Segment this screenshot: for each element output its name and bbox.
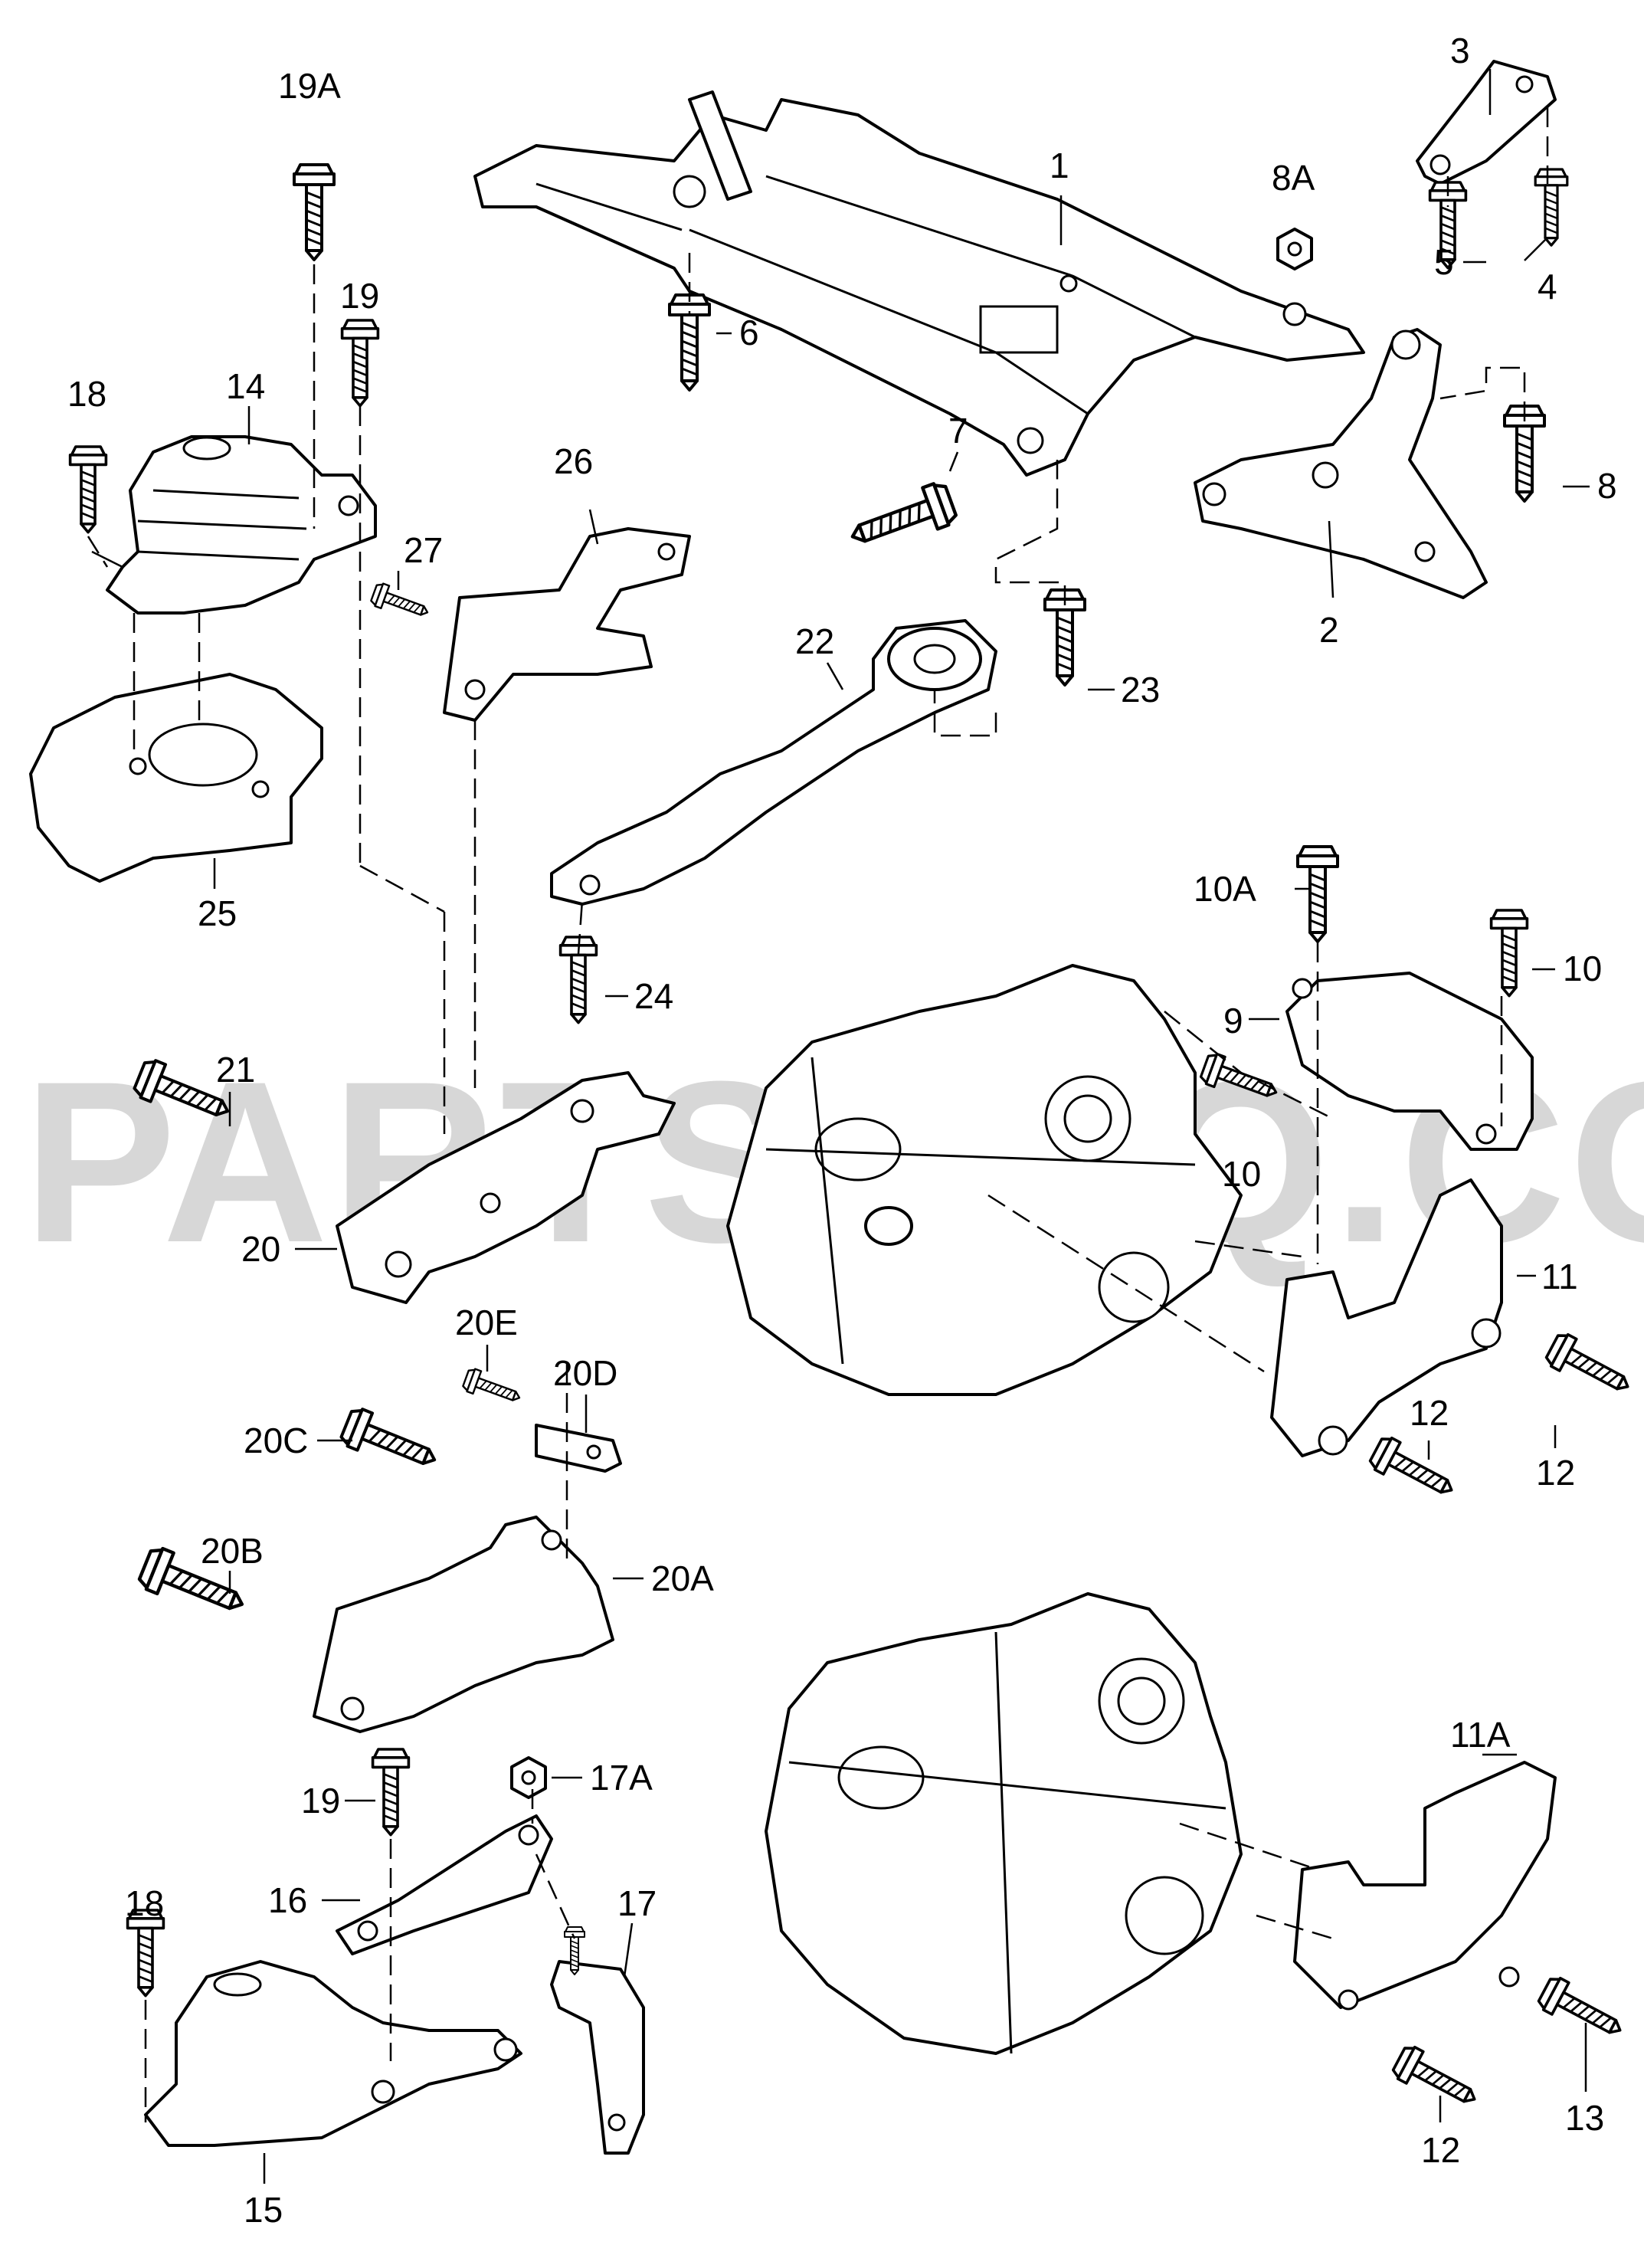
label-22: 22: [795, 621, 834, 661]
label-17: 17: [617, 1883, 657, 1923]
label-24: 24: [634, 976, 673, 1016]
bolt-part-13: [1534, 1972, 1630, 2048]
label-20: 20: [241, 1229, 280, 1269]
label-6: 6: [739, 313, 759, 352]
label-12a: 12: [1410, 1393, 1449, 1433]
engine-mount-part-14[interactable]: [106, 435, 377, 615]
label-14: 14: [226, 366, 265, 406]
bolt-part-19b: [371, 1748, 411, 1837]
label-12b: 12: [1536, 1453, 1575, 1493]
leader-lines: [87, 69, 1590, 2184]
label-23: 23: [1121, 670, 1160, 710]
label-3: 3: [1450, 31, 1470, 70]
bracket-part-11[interactable]: [1270, 1178, 1503, 1457]
bolt-part-4: [1534, 168, 1569, 247]
label-20D: 20D: [553, 1353, 617, 1393]
part-labels: 1 2 3 4 5 6 7 8 8A 9 10 10 10A 11 11A 12…: [67, 31, 1617, 2230]
bolt-part-19: [340, 319, 380, 408]
label-18b: 18: [125, 1883, 164, 1923]
label-4: 4: [1538, 267, 1557, 306]
label-8A: 8A: [1272, 158, 1315, 198]
label-18a: 18: [67, 374, 106, 414]
label-19A: 19A: [278, 66, 341, 106]
nut-part-8A: [1276, 228, 1313, 270]
transmission-mount-part-20A[interactable]: [313, 1516, 614, 1733]
label-9: 9: [1223, 1001, 1243, 1041]
nut-part-17A: [510, 1756, 547, 1799]
control-arm-part-2[interactable]: [1194, 328, 1488, 599]
gearbox-mount-part-9[interactable]: [1285, 972, 1534, 1151]
bracket-part-20D[interactable]: [535, 1424, 622, 1473]
bolt-part-7: [845, 480, 958, 557]
label-20C: 20C: [244, 1421, 308, 1460]
torque-rod-part-22[interactable]: [550, 619, 997, 906]
label-11A: 11A: [1450, 1715, 1511, 1755]
gearbox-upper: [726, 964, 1243, 1396]
gearbox-lower: [765, 1592, 1243, 2055]
bolt-part-12c: [1389, 2041, 1485, 2117]
label-10A: 10A: [1194, 869, 1256, 909]
bracket-part-26[interactable]: [443, 527, 691, 722]
bracket-part-3[interactable]: [1416, 60, 1557, 185]
transmission-mount-part-20[interactable]: [336, 1071, 676, 1304]
label-10b: 10: [1222, 1154, 1261, 1194]
label-8: 8: [1597, 466, 1617, 506]
label-15: 15: [244, 2190, 283, 2230]
label-21: 21: [216, 1050, 255, 1090]
label-19a: 19: [340, 276, 379, 316]
bolt-part-12a: [1542, 1329, 1638, 1404]
label-26: 26: [554, 441, 593, 481]
label-19b: 19: [301, 1781, 340, 1821]
label-7: 7: [948, 411, 968, 451]
bracket-part-17[interactable]: [550, 1960, 645, 2155]
subframe-part-1[interactable]: [473, 90, 1365, 477]
label-20A: 20A: [651, 1558, 714, 1598]
label-20B: 20B: [201, 1531, 264, 1571]
label-11: 11: [1541, 1257, 1578, 1296]
engine-mount-part-15[interactable]: [144, 1960, 522, 2147]
bolt-part-10A: [1296, 845, 1339, 943]
bolt-part-12b: [1366, 1432, 1462, 1508]
label-2: 2: [1319, 610, 1339, 650]
label-25: 25: [198, 893, 237, 933]
bolt-part-10a: [1489, 909, 1529, 998]
label-1: 1: [1050, 146, 1069, 185]
label-20E: 20E: [455, 1303, 518, 1342]
label-16: 16: [268, 1880, 307, 1920]
bolt-part-19A: [293, 163, 336, 261]
label-10a: 10: [1563, 949, 1602, 988]
bracket-plate-part-16[interactable]: [336, 1814, 553, 1955]
bolt-part-27: [368, 580, 433, 625]
bracket-part-11A[interactable]: [1293, 1761, 1557, 2011]
bolt-part-18: [68, 445, 108, 534]
label-13: 13: [1565, 2098, 1604, 2138]
heat-shield-part-25[interactable]: [29, 673, 323, 883]
bolt-part-20E: [460, 1365, 525, 1411]
label-17A: 17A: [590, 1758, 653, 1798]
label-5: 5: [1434, 242, 1454, 282]
bolt-part-20C: [337, 1404, 444, 1480]
bolt-part-6: [668, 293, 711, 392]
label-12c: 12: [1421, 2130, 1460, 2170]
label-27: 27: [404, 530, 443, 570]
